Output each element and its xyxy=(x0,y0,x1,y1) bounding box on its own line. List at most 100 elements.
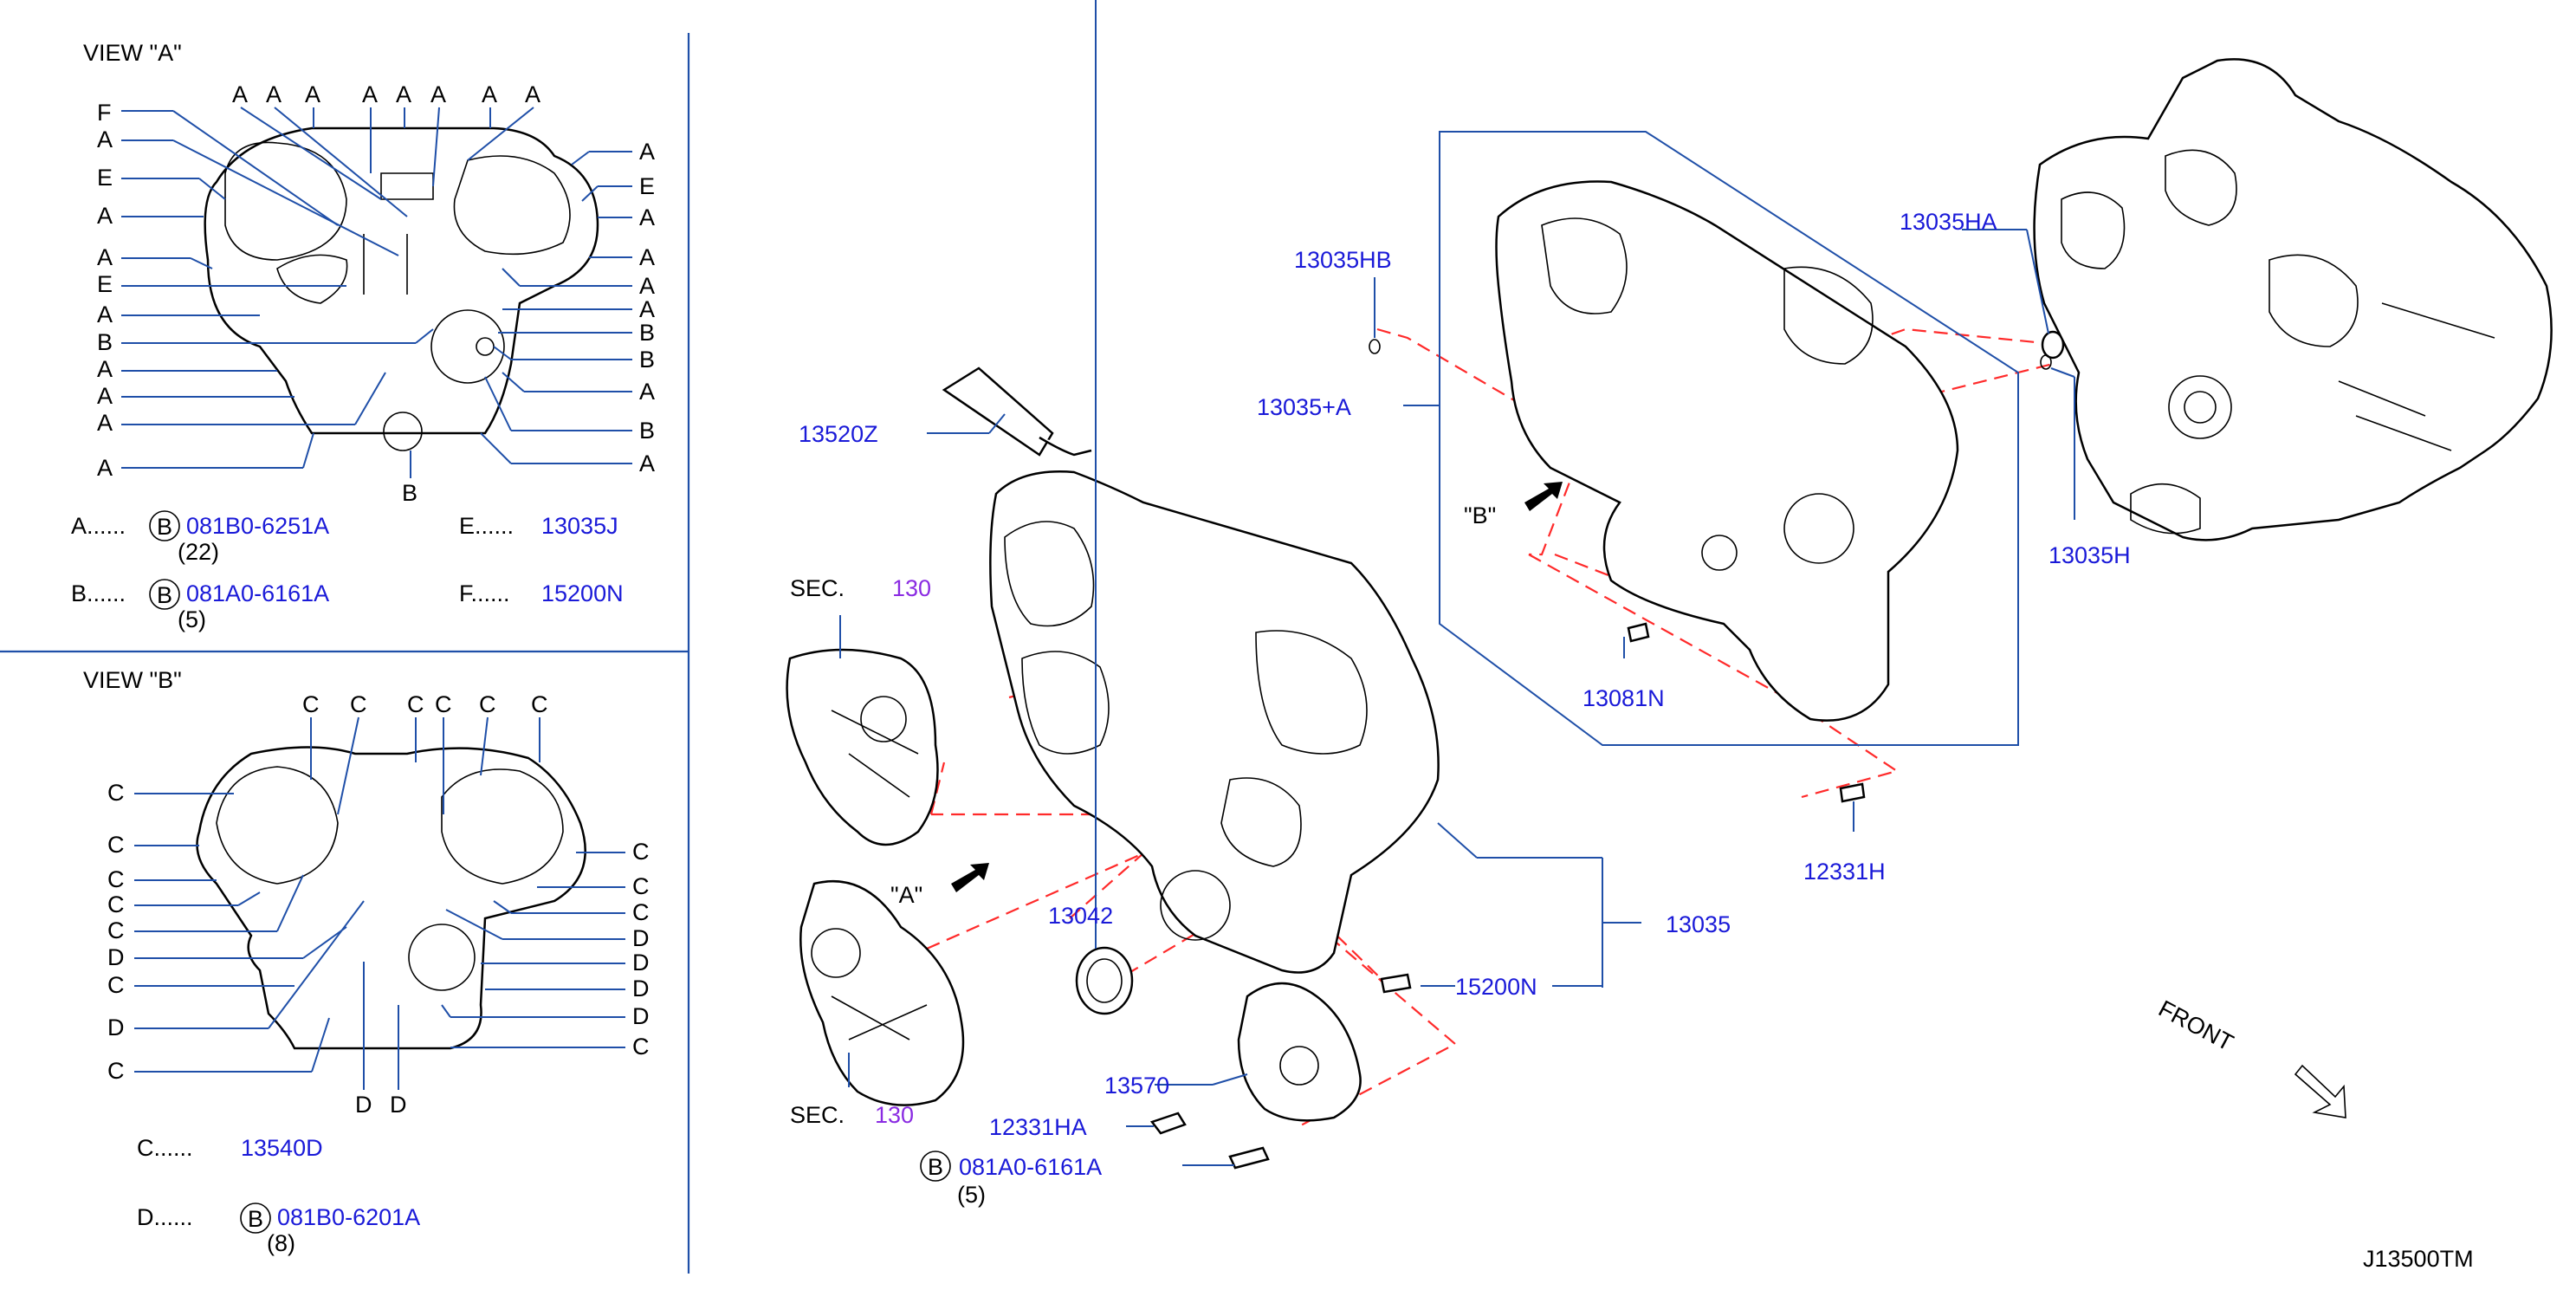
label-d: D xyxy=(632,925,650,951)
label-d: D xyxy=(355,1092,372,1118)
legend-part: 15200N xyxy=(541,580,624,606)
section-references: SEC. 130 SEC. 130 xyxy=(790,575,931,1128)
label-a: A xyxy=(97,301,113,327)
cover-opening-3 xyxy=(1255,630,1368,755)
legend-part: 081B0-6201A xyxy=(277,1204,420,1230)
bolt-symbol xyxy=(149,510,180,541)
o-ring-13035hb xyxy=(1369,339,1381,354)
rear-cover-opening-1 xyxy=(1541,217,1628,314)
part-13035ha[interactable]: 13035HA xyxy=(1900,209,1997,235)
view-b-left-leaders xyxy=(134,793,365,1073)
label-c: C xyxy=(107,1058,125,1084)
view-a-title: VIEW "A" xyxy=(83,40,182,66)
view-a-marker-label: "A" xyxy=(890,882,922,908)
cover-opening-2 xyxy=(1021,651,1110,755)
view-a-opening-right xyxy=(453,155,571,256)
view-a-top-labels: A A A A A A A A xyxy=(232,81,540,107)
sealant-nozzle xyxy=(1039,436,1092,457)
legend-key: D...... xyxy=(137,1204,193,1230)
legend-part: 081B0-6251A xyxy=(186,513,329,539)
part-13035h[interactable]: 13035H xyxy=(2049,542,2131,568)
label-b-bottom: B xyxy=(402,480,417,506)
label-c: C xyxy=(407,691,424,717)
part-12331ha[interactable]: 12331HA xyxy=(989,1114,1087,1140)
label-a: A xyxy=(232,81,248,107)
view-a-pump-boss xyxy=(430,309,505,384)
view-a-left-labels: F A E A A E A B A A A A xyxy=(97,100,113,481)
legend-key: A...... xyxy=(71,513,126,539)
part-13035hb[interactable]: 13035HB xyxy=(1294,247,1392,273)
legend-key: C...... xyxy=(137,1135,193,1161)
label-a: A xyxy=(482,81,497,107)
label-a: A xyxy=(97,383,113,409)
part-13570[interactable]: 13570 xyxy=(1104,1073,1169,1099)
label-a: A xyxy=(639,273,655,299)
pump-upper-hub xyxy=(860,696,907,742)
label-a: A xyxy=(305,81,320,107)
sec-130-top[interactable]: 130 xyxy=(892,575,931,601)
view-a-arrow-icon xyxy=(951,863,989,892)
view-a-panel: VIEW "A" A A A A A A A A xyxy=(71,40,655,632)
legend-qty: (8) xyxy=(267,1230,295,1256)
label-a: A xyxy=(362,81,378,107)
stud-12331h xyxy=(1839,782,1866,803)
label-a: A xyxy=(430,81,446,107)
front-direction-label: FRONT xyxy=(2154,995,2237,1056)
bolt-symbol xyxy=(920,1151,951,1182)
part-13042[interactable]: 13042 xyxy=(1048,903,1113,929)
label-c: C xyxy=(107,780,125,806)
rear-cover-callout-box xyxy=(1439,131,2019,746)
part-12331h[interactable]: 12331H xyxy=(1803,859,1886,885)
legend-key: F...... xyxy=(459,580,510,606)
label-f: F xyxy=(97,100,112,126)
legend-part: 13035J xyxy=(541,513,618,539)
part-number-labels: 13520Z 13035HB 13035+A 13035HA 13035H 13… xyxy=(799,209,2131,1208)
label-c: C xyxy=(632,839,650,865)
o-ring-13035h xyxy=(2040,354,2052,370)
bolt-symbol xyxy=(240,1202,271,1234)
view-a-bottom-hole xyxy=(383,412,423,451)
part-15200n[interactable]: 15200N xyxy=(1455,974,1537,1000)
o-ring-13035ha xyxy=(2041,330,2065,360)
label-d: D xyxy=(632,950,650,976)
front-arrow-icon xyxy=(2294,1064,2346,1118)
view-b-right-leaders xyxy=(441,852,625,1048)
front-timing-cover xyxy=(989,470,1440,974)
view-a-legend: A...... B 081B0-6251A (22) B...... B 081… xyxy=(71,510,624,632)
label-b: B xyxy=(639,320,655,346)
label-b: B xyxy=(639,347,655,373)
view-b-right-labels: C C C D D D D C xyxy=(632,839,650,1060)
sec-prefix: SEC. xyxy=(790,1102,845,1128)
part-13081n[interactable]: 13081N xyxy=(1582,685,1665,711)
label-c: C xyxy=(350,691,367,717)
label-a: A xyxy=(266,81,282,107)
cover-crank-seal-bore xyxy=(1160,870,1231,941)
view-a-top-leaders xyxy=(240,107,534,217)
pump-lower-vanes xyxy=(831,995,928,1040)
sec-130-bottom[interactable]: 130 xyxy=(875,1102,914,1128)
label-a: A xyxy=(97,410,113,436)
view-b-left-labels: C C C C C D C D C xyxy=(107,780,125,1084)
label-d: D xyxy=(107,1014,125,1040)
view-b-gasket-outline xyxy=(196,746,586,1050)
label-c: C xyxy=(107,972,125,998)
pump-upper-vanes xyxy=(831,710,919,798)
label-c: C xyxy=(107,866,125,892)
engine-block xyxy=(2033,58,2553,541)
view-a-right-labels: A E A A A A B B A B A xyxy=(639,139,655,476)
label-a: A xyxy=(639,244,655,270)
label-d: D xyxy=(390,1092,407,1118)
legend-qty: (22) xyxy=(178,539,219,565)
part-13035-plus-a[interactable]: 13035+A xyxy=(1257,394,1351,420)
label-c: C xyxy=(632,899,650,925)
exploded-view: FRONT "A" "B" 13520 xyxy=(786,0,2553,1272)
view-b-title: VIEW "B" xyxy=(83,667,182,693)
label-a: A xyxy=(396,81,411,107)
part-13035[interactable]: 13035 xyxy=(1666,911,1731,937)
pump-lower-hub xyxy=(811,928,861,978)
part-081a0-6161a[interactable]: 081A0-6161A xyxy=(959,1154,1102,1180)
label-d: D xyxy=(632,1003,650,1029)
part-13520z[interactable]: 13520Z xyxy=(799,421,878,447)
legend-qty: (5) xyxy=(178,606,206,632)
